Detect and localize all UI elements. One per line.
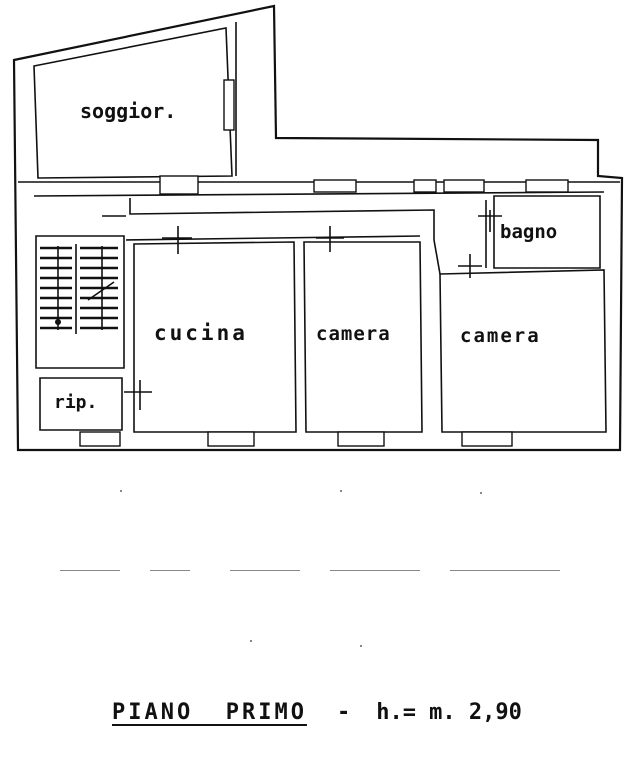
door-marks xyxy=(102,210,502,410)
staircase xyxy=(40,244,118,334)
room-labels: soggior. bagno cucina camera camera rip. xyxy=(54,99,557,413)
room-label-camera-2: camera xyxy=(460,325,541,347)
caption-separator: - xyxy=(336,700,351,725)
scan-specks xyxy=(60,490,560,647)
windows xyxy=(79,79,569,447)
room-label-ripostiglio: rip. xyxy=(54,392,97,413)
floor-caption: PIANO PRIMO - h.= m. 2,90 xyxy=(112,700,522,734)
floor-label: PIANO PRIMO xyxy=(112,700,307,725)
room-label-camera-1: camera xyxy=(316,323,391,345)
room-label-cucina: cucina xyxy=(154,321,248,345)
ceiling-height-label: h.= m. 2,90 xyxy=(376,700,522,725)
room-label-soggiorno: soggior. xyxy=(80,99,176,123)
room-label-bagno: bagno xyxy=(500,221,557,243)
interior-walls xyxy=(35,195,607,433)
